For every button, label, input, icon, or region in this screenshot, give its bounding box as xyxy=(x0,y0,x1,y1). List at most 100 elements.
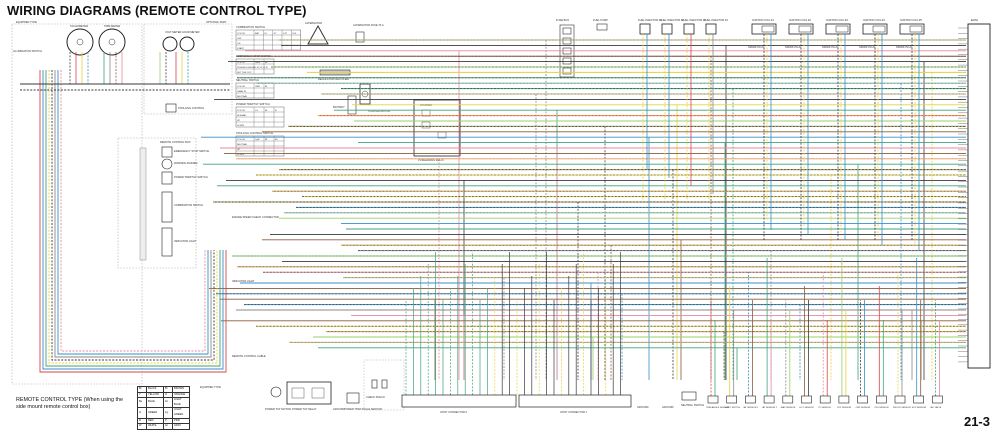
power-main-relay-label: POWER/MAIN RELAY xyxy=(418,158,444,162)
legend-cell: BLUE xyxy=(146,397,164,409)
sensor-label: O2S SENSOR xyxy=(874,407,889,409)
wire xyxy=(54,70,212,358)
power-tilt-motor xyxy=(270,386,282,398)
spark-plug-label: SPARK PLUG xyxy=(859,45,875,49)
sensor-label: TP SENSOR xyxy=(818,407,831,409)
sensor-label: KNOCK SENSOR xyxy=(893,407,911,409)
equipped-type-bottom-label: EQUIPPED TYPE xyxy=(200,385,221,389)
fuel-injector xyxy=(639,23,651,35)
volt-meter: VOLT METER xyxy=(162,30,181,52)
fuel-injector xyxy=(661,23,673,35)
fuse xyxy=(562,67,572,75)
switch-table-title: POWER TRIM/TILT SWITCH xyxy=(236,102,270,106)
illumination-switch-label: ILLUMINATION SWITCH xyxy=(13,49,42,53)
switch-table-row: ON xyxy=(237,43,241,45)
switch-table-title: NEUTRAL SWITCH xyxy=(236,78,259,82)
spark-plug-label: SPARK PLUG xyxy=(896,45,912,49)
trim-angle-label: POWER TRIM ANGLE SENSOR xyxy=(344,407,382,411)
sensor-label: MAP SENSOR xyxy=(781,406,796,409)
joint-connector-2 xyxy=(401,394,517,408)
sensor-label: IAT SENSOR 2 xyxy=(762,406,778,409)
switch-table-header: ST xyxy=(274,33,277,35)
switch-table-header: COLOR xyxy=(237,139,245,141)
sensor-label: SHIFT SWITCH xyxy=(725,407,741,409)
injector-label: FUEL INJECTOR #4 xyxy=(704,18,728,22)
switch-table-header: LgW xyxy=(255,139,260,141)
remote-control-note: REMOTE CONTROL TYPE (When using the side… xyxy=(16,397,123,410)
legend-cell: Bu xyxy=(137,397,147,409)
injector-label: FUEL INJECTOR #2 xyxy=(660,18,684,22)
switch-table-row: GEAR IN xyxy=(237,90,246,93)
svg-text:HOUR METER: HOUR METER xyxy=(182,30,200,34)
ground-b-label: GROUND xyxy=(662,405,674,409)
spark-plug-label: SPARK PLUG xyxy=(785,45,801,49)
fuse xyxy=(562,57,572,65)
indicator-light xyxy=(161,227,173,257)
knock-lamp xyxy=(381,379,388,389)
power-trim-switch xyxy=(161,171,173,185)
wire xyxy=(48,70,218,364)
spark-plug-label: SPARK PLUG xyxy=(748,45,764,49)
combination-switch-label: COMBINATION SWITCH xyxy=(174,203,203,207)
combination-switch xyxy=(161,191,173,223)
ground-a-label: GROUND xyxy=(637,405,649,409)
tachometer: TACHOMETER xyxy=(66,24,94,56)
svg-text:VOLT METER: VOLT METER xyxy=(165,30,181,34)
sensor-box xyxy=(932,395,943,404)
equipped-type-region xyxy=(11,23,143,385)
sensor-box xyxy=(801,395,812,404)
wire xyxy=(51,70,215,361)
fuse xyxy=(562,27,572,35)
sensor-box xyxy=(894,395,906,404)
ignition-coil-label: IGNITION COIL #3 xyxy=(826,18,848,22)
ignition-coil xyxy=(751,23,777,35)
trim-angle-sensor-box xyxy=(346,392,360,404)
wire xyxy=(45,70,221,367)
legend-cell: W xyxy=(137,423,147,430)
switch-table-header: GRN xyxy=(255,62,260,64)
wire xyxy=(42,70,224,370)
alternator-label: ALTERNATOR xyxy=(305,21,322,25)
trim-meter: TRIM METER xyxy=(98,24,126,56)
svg-text:TROLLING CONTROL: TROLLING CONTROL xyxy=(178,106,205,110)
wires xyxy=(20,27,968,396)
ecm-label: ECM xyxy=(971,18,978,22)
fuel-injector xyxy=(705,23,717,35)
legend-cell: GREEN xyxy=(146,407,164,419)
switch-table-header: BL xyxy=(265,139,268,141)
ground-label: GROUND xyxy=(333,407,345,411)
switch-table-header: ST2 xyxy=(283,33,288,35)
alternator-fuse xyxy=(355,31,365,43)
switch-table-row: START xyxy=(237,47,245,50)
legend-cell: PINK xyxy=(172,417,190,425)
page-title: WIRING DIAGRAMS (REMOTE CONTROL TYPE) xyxy=(7,3,307,18)
sensor-label: CMP SENSOR xyxy=(856,407,871,409)
switch-table-row: UP xyxy=(237,120,241,122)
legend-cell: WHITE xyxy=(146,423,164,430)
optional-part-label: OPTIONAL PART xyxy=(206,20,227,24)
switch-table-header: R xyxy=(275,110,277,112)
ignition-coil-label: IGNITION COIL #4 xyxy=(863,18,885,22)
optional-part-region xyxy=(143,23,233,115)
switch-table-row: NORMAL xyxy=(237,114,247,117)
sensor-box xyxy=(707,395,719,404)
switch-table-header: GRN xyxy=(255,86,260,88)
remote-connector xyxy=(139,147,147,261)
legend-cell: G xyxy=(137,407,147,419)
switch-table-header: COLOR xyxy=(237,62,245,64)
switch-table-header: BL xyxy=(265,110,268,112)
sensor-label: EOP SENSOR xyxy=(912,407,927,409)
page-number: 21-3 xyxy=(963,414,990,429)
switch-table-row: NEUTRAL xyxy=(237,143,248,146)
fuel-injector xyxy=(683,23,695,35)
sensor-label: IAT SENSOR 1 xyxy=(743,406,759,409)
legend-cell: Gr xyxy=(163,423,173,430)
sensor-label: TRIM ANGLE SENSOR xyxy=(706,406,730,409)
ignition-coil-label: IGNITION COIL #2 xyxy=(789,18,811,22)
